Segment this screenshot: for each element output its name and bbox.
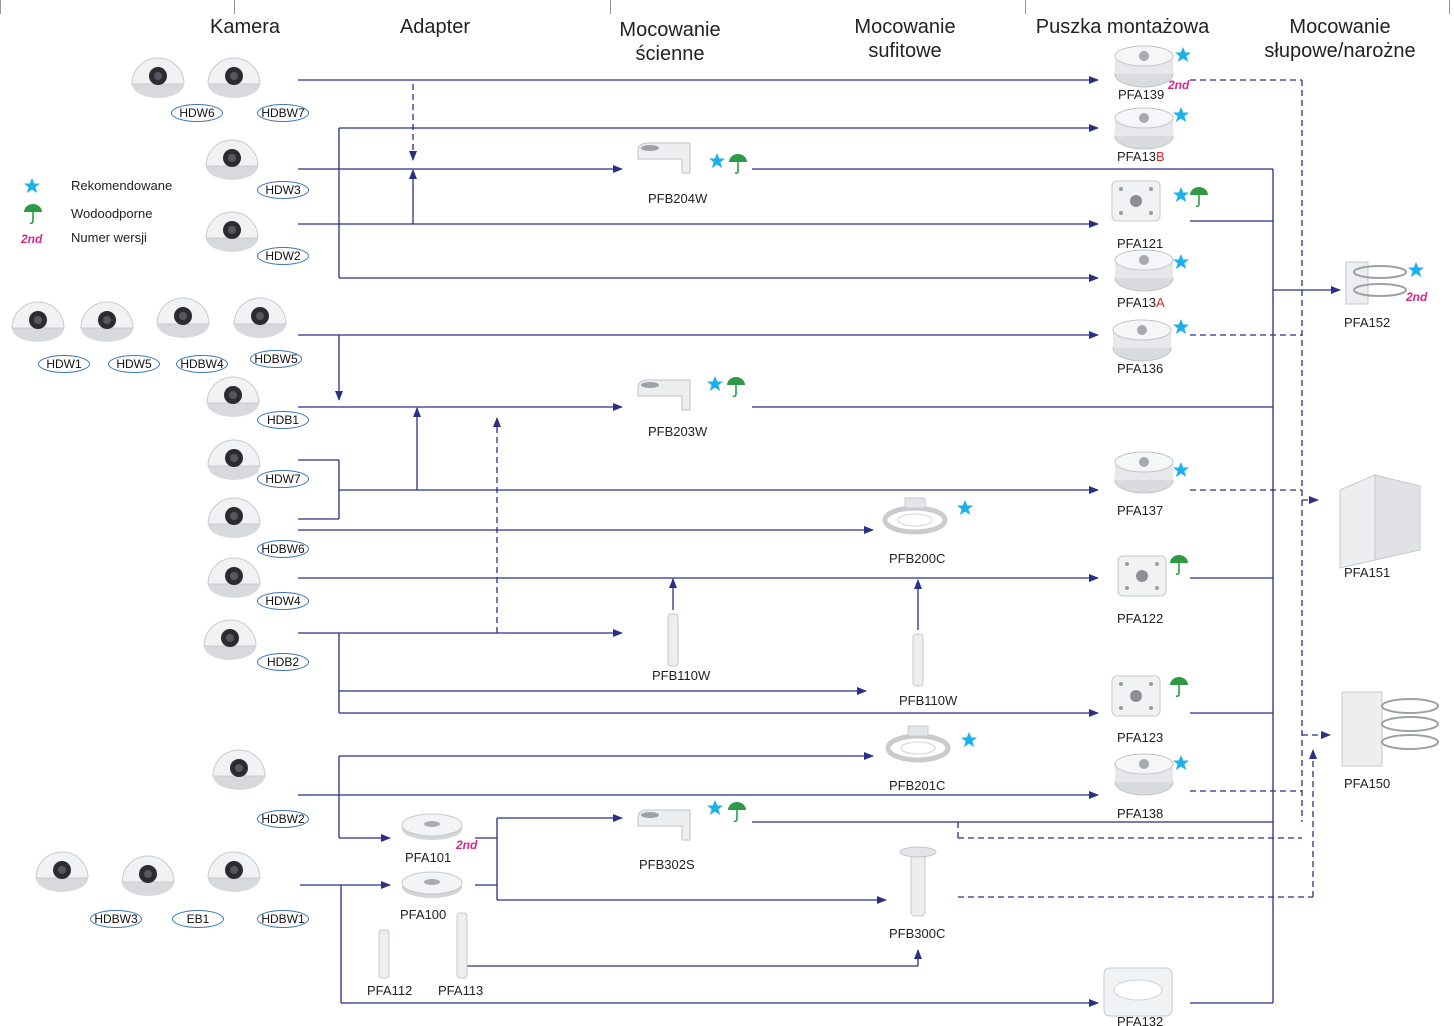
label-pfa100: PFA100 xyxy=(400,907,447,922)
legend-version: Numer wersji xyxy=(71,230,147,245)
recommended-star-icons xyxy=(707,47,1424,815)
camera-tag-hdw6: HDW6 xyxy=(171,104,223,122)
label-pfa122: PFA122 xyxy=(1117,611,1164,626)
mount-images xyxy=(378,142,948,979)
camera-tag-eb1: EB1 xyxy=(172,910,224,928)
column-header-pole-mount: Mocowanie słupowe/narożne xyxy=(1264,16,1416,62)
camera-tag-hdbw2: HDBW2 xyxy=(257,810,309,828)
label-pfa138: PFA138 xyxy=(1117,806,1164,821)
label-pfa152: PFA152 xyxy=(1344,315,1391,330)
junction-box-images xyxy=(1103,45,1174,1017)
label-pfa151: PFA151 xyxy=(1344,565,1391,580)
camera-tag-hdb1: HDB1 xyxy=(257,411,309,429)
label-pfa136: PFA136 xyxy=(1117,361,1164,376)
column-header-junction-box: Puszka montażowa xyxy=(1035,16,1210,38)
label-pfa13b-suffix: B xyxy=(1156,149,1165,164)
label-pfb302s: PFB302S xyxy=(639,857,695,872)
label-pfa13a-base: PFA13 xyxy=(1117,295,1157,310)
column-header-wall-mount: Mocowanie ścienne xyxy=(619,19,721,65)
column-header-camera: Kamera xyxy=(209,16,281,38)
legend-waterproof: Wodoodporne xyxy=(71,206,153,221)
version-mark-pfa101: 2nd xyxy=(456,838,478,852)
camera-tag-hdb2: HDB2 xyxy=(257,653,309,671)
legend-recommended: Rekomendowane xyxy=(71,178,173,193)
legend-star-icon xyxy=(24,178,40,193)
label-pfa112: PFA112 xyxy=(367,983,413,998)
label-pfb110w-ceiling: PFB110W xyxy=(899,693,958,708)
label-pfa123: PFA123 xyxy=(1117,730,1164,745)
camera-tag-hdbw7: HDBW7 xyxy=(257,104,309,122)
label-pfa113: PFA113 xyxy=(438,983,484,998)
pole-mount-images xyxy=(1339,261,1439,767)
label-pfb110w-wall: PFB110W xyxy=(652,668,711,683)
label-pfa139: PFA139 xyxy=(1118,87,1165,102)
label-pfa13b-base: PFA13 xyxy=(1117,149,1157,164)
camera-tag-hdw3: HDW3 xyxy=(257,181,309,199)
label-pfa150: PFA150 xyxy=(1344,776,1391,791)
camera-tag-hdbw6: HDBW6 xyxy=(257,540,309,558)
camera-tag-hdbw5: HDBW5 xyxy=(250,350,302,368)
camera-tag-hdw4: HDW4 xyxy=(257,592,309,610)
label-pfb203w: PFB203W xyxy=(648,424,708,439)
version-mark-pfa152: 2nd xyxy=(1406,290,1428,304)
camera-tag-hdbw1: HDBW1 xyxy=(257,910,309,928)
label-pfa13b: PFA13B xyxy=(1117,149,1165,164)
label-pfa121: PFA121 xyxy=(1117,236,1164,251)
version-mark-pfa139: 2nd xyxy=(1168,78,1190,92)
legend-umbrella-icon xyxy=(23,203,43,225)
camera-tag-hdw2: HDW2 xyxy=(257,247,309,265)
label-pfa132: PFA132 xyxy=(1117,1014,1164,1026)
column-header-ceiling-mount: Mocowanie sufitowe xyxy=(854,16,956,62)
column-header-adapter: Adapter xyxy=(399,16,471,38)
label-pfa101: PFA101 xyxy=(405,850,452,865)
label-pfa13a-suffix: A xyxy=(1156,295,1165,310)
camera-tag-hdw5: HDW5 xyxy=(108,355,160,373)
label-pfb204w: PFB204W xyxy=(648,191,708,206)
camera-tag-hdw7: HDW7 xyxy=(257,470,309,488)
camera-tag-hdw1: HDW1 xyxy=(38,355,90,373)
label-pfb300c: PFB300C xyxy=(889,926,946,941)
label-pfa13a: PFA13A xyxy=(1117,295,1165,310)
label-pfa137: PFA137 xyxy=(1117,503,1164,518)
label-pfb201c: PFB201C xyxy=(889,778,946,793)
legend-version-mark: 2nd xyxy=(21,232,43,246)
camera-tag-hdbw4: HDBW4 xyxy=(176,355,228,373)
camera-tag-hdbw3: HDBW3 xyxy=(90,910,142,928)
label-pfb200c: PFB200C xyxy=(889,551,946,566)
